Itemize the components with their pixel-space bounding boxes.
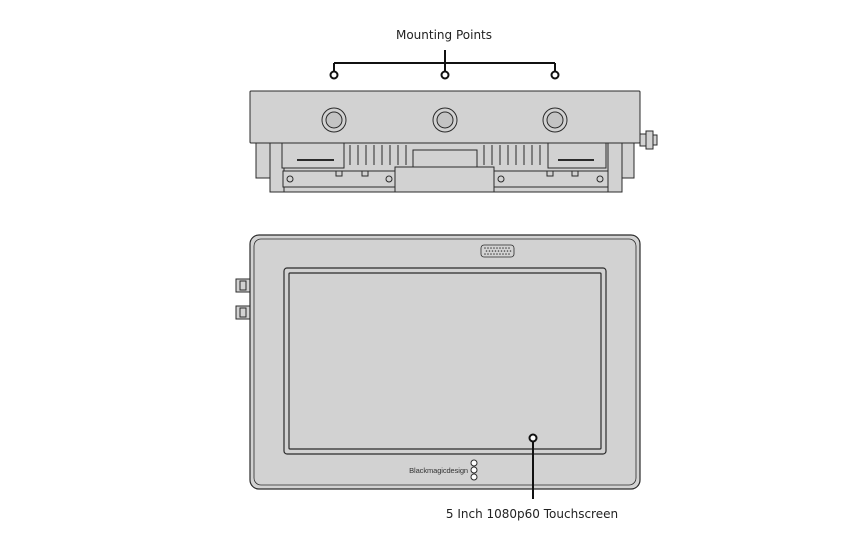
mounting-points-label: Mounting Points	[396, 28, 492, 42]
top-view	[249, 90, 658, 193]
top-view-right-pad	[547, 142, 607, 169]
speaker-grille-icon	[480, 244, 515, 258]
screw-icon	[286, 175, 294, 183]
top-view-center-block	[412, 149, 478, 168]
callout-dot	[528, 433, 538, 443]
top-view-cooling-fins	[349, 145, 541, 165]
callout-dot	[440, 70, 450, 80]
brand-logo-text: Blackmagicdesign	[409, 466, 468, 475]
brand-logo-icon	[470, 459, 478, 481]
screw-icon	[596, 175, 604, 183]
callout-dot	[329, 70, 339, 80]
top-view-left-pad	[281, 142, 345, 169]
touchscreen-callout	[528, 433, 538, 499]
mounting-hole-left	[321, 107, 347, 133]
mounting-points-callout	[329, 50, 560, 80]
screw-icon	[497, 175, 505, 183]
screw-icon	[385, 175, 393, 183]
touchscreen	[288, 272, 602, 450]
callout-dot	[550, 70, 560, 80]
front-view	[235, 234, 641, 490]
bnc-connector-icon	[639, 130, 658, 150]
top-view-center-plate	[394, 166, 495, 193]
touchscreen-label: 5 Inch 1080p60 Touchscreen	[446, 507, 618, 521]
mounting-hole-right	[542, 107, 568, 133]
top-view-right-bracket	[607, 142, 623, 193]
bnc-connector-icon	[235, 278, 251, 320]
mounting-hole-center	[432, 107, 458, 133]
